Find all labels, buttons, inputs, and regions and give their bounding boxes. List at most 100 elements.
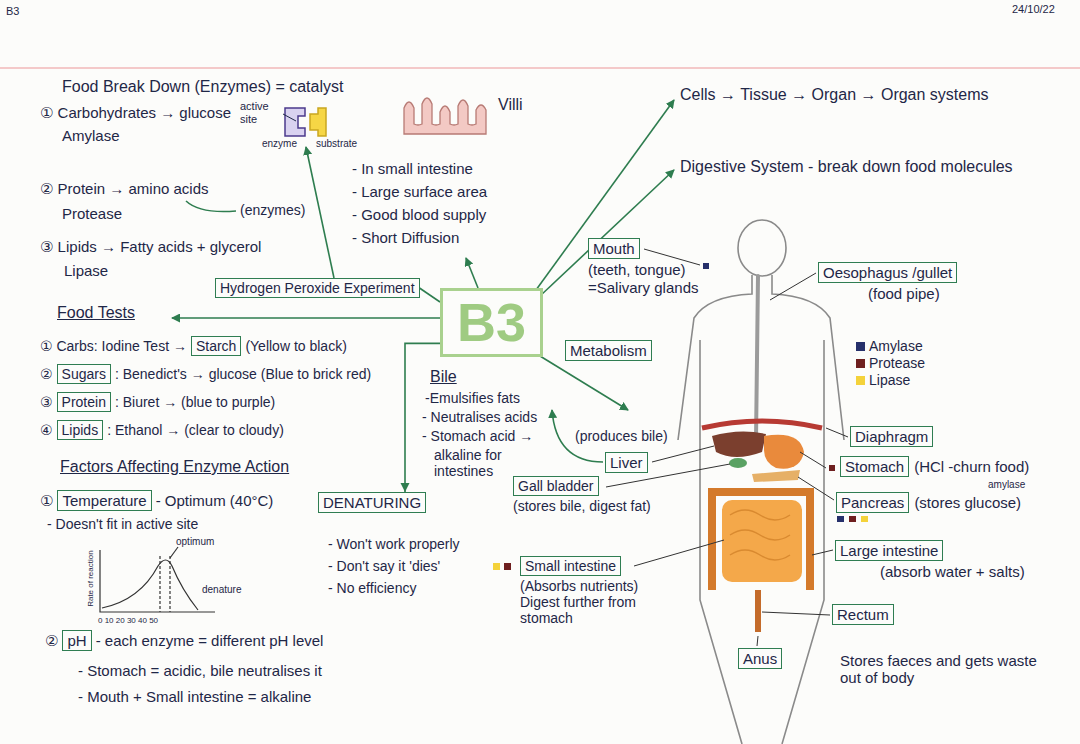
leader-line: [798, 477, 834, 500]
legend-text: Amylase: [869, 338, 923, 354]
note-text: ① Carbohydrates → glucose: [40, 104, 231, 121]
enzyme-graph: [170, 547, 178, 558]
box-heading: Diaphragm: [850, 426, 933, 447]
enzyme-graph: [159, 556, 160, 612]
note-text: Stores faeces and gets waste out of body: [840, 652, 1055, 687]
label-box: Mouth(teeth, tongue) =Salivary glands: [588, 238, 706, 296]
legend-swatch: [856, 342, 865, 351]
enzyme-graph: [169, 556, 170, 612]
body-outline: [678, 220, 844, 744]
rectum-drawing: [755, 590, 761, 632]
note-text: Rate of reaction: [86, 550, 95, 606]
note-text: ① Carbs: Iodine Test →: [40, 338, 187, 354]
note-text: Food Break Down (Enzymes) = catalyst: [62, 78, 343, 96]
label-box: Diaphragm: [850, 426, 933, 447]
mindmap-arrow: [306, 147, 334, 278]
leader-line: [606, 249, 848, 646]
note-text: - Mouth + Small intestine = alkaline: [78, 688, 311, 705]
label-box: Pancreas (stores glucose): [836, 492, 1021, 513]
box-heading: Temperature: [57, 490, 151, 511]
enzyme-dot: [703, 263, 709, 269]
note-text: 24/10/22: [1012, 3, 1055, 16]
note-text: (Yellow to black): [245, 338, 346, 354]
body-outline: [738, 220, 786, 276]
note-text: active site: [240, 100, 282, 125]
note-text: ①: [40, 492, 53, 509]
label-box: Gall bladder(stores bile, digest fat): [513, 476, 651, 514]
box-heading: Stomach: [840, 456, 909, 477]
note-text: - Doesn't fit in active site: [47, 516, 198, 532]
label-box: Oesophagus /gullet (food pipe): [818, 262, 957, 303]
box-heading: DENATURING: [318, 492, 426, 513]
enzyme-graph: [102, 560, 198, 610]
note-text: - each enzyme = different pH level: [96, 632, 324, 649]
label-box: Sugars: [57, 364, 111, 384]
label-box: Rectum: [832, 604, 894, 625]
leader-line: [800, 452, 826, 468]
enzyme-dot: [504, 563, 511, 570]
box-note: (teeth, tongue) =Salivary glands: [588, 261, 706, 296]
box-note: (food pipe): [868, 285, 940, 302]
box-note: (HCl -churn food): [914, 458, 1029, 475]
enzyme-symbol: [285, 108, 305, 136]
mindmap-arrow: [172, 317, 440, 319]
oesophagus-drawing: [756, 276, 758, 440]
enzyme-graph: [100, 547, 215, 612]
note-text: Protease: [62, 205, 122, 222]
note-text: ②: [45, 632, 58, 649]
note-text: Bile: [430, 368, 457, 386]
box-heading: Starch: [191, 336, 241, 356]
note-text: - Won't work properly: [328, 536, 460, 552]
note-text: Lipase: [64, 262, 108, 279]
label-box: Anus: [738, 648, 782, 669]
title-box: B3: [440, 288, 543, 357]
mindmap-arrow: [540, 356, 628, 410]
enzyme-dot: [829, 465, 835, 471]
enzyme-dot: [837, 516, 844, 522]
note-text: - Neutralises acids: [422, 409, 537, 425]
small-intestine-drawing: [730, 510, 790, 560]
enzyme-dot: [849, 516, 856, 522]
page-margin-line: [0, 67, 1080, 69]
note-text: - Don't say it 'dies': [328, 558, 440, 574]
note-text: optimum: [176, 536, 214, 548]
box-heading: Liver: [605, 452, 648, 473]
note-text: B3: [6, 5, 19, 18]
box-heading: Protein: [57, 392, 111, 412]
note-text: - Optimum (40°C): [156, 492, 274, 509]
box-heading: Oesophagus /gullet: [818, 262, 957, 283]
pancreas-drawing: [752, 470, 800, 482]
leader-line: [757, 636, 758, 646]
note-text: Cells → Tissue → Organ → Organ systems: [680, 86, 989, 104]
label-box: pH: [62, 630, 91, 651]
note-text: - Short Diffusion: [352, 229, 459, 246]
note-text: ③: [40, 394, 53, 410]
enzyme-symbol: [283, 108, 326, 136]
box-heading: Rectum: [832, 604, 894, 625]
oesophagus-drawing: [756, 276, 758, 440]
note-text: - No efficiency: [328, 580, 416, 596]
note-text: Amylase: [62, 127, 120, 144]
note-text: ②: [40, 366, 53, 382]
box-note: (stores bile, digest fat): [513, 498, 651, 514]
box-heading: Small intestine: [520, 556, 621, 576]
box-note: (stores glucose): [914, 494, 1021, 511]
legend-row: Protease: [856, 355, 925, 372]
legend-row: Lipase: [856, 372, 925, 389]
label-box: Lipids: [57, 420, 104, 440]
box-heading: Pancreas: [836, 492, 909, 513]
pancreas-drawing: [752, 470, 800, 482]
villi-drawing: [404, 98, 486, 134]
box-heading: pH: [62, 630, 91, 651]
label-box: Small intestine(Absorbs nutrients) Diges…: [520, 556, 670, 626]
stomach-drawing: [764, 435, 804, 469]
enzyme-symbol: [283, 114, 296, 121]
note-text: alkaline for intestines: [434, 447, 526, 479]
leader-line: [652, 446, 714, 462]
box-heading: Mouth: [588, 238, 640, 259]
note-text: 0 10 20 30 40 50: [98, 616, 158, 625]
box-heading: B3: [440, 288, 543, 357]
rectum-drawing: [758, 590, 759, 632]
